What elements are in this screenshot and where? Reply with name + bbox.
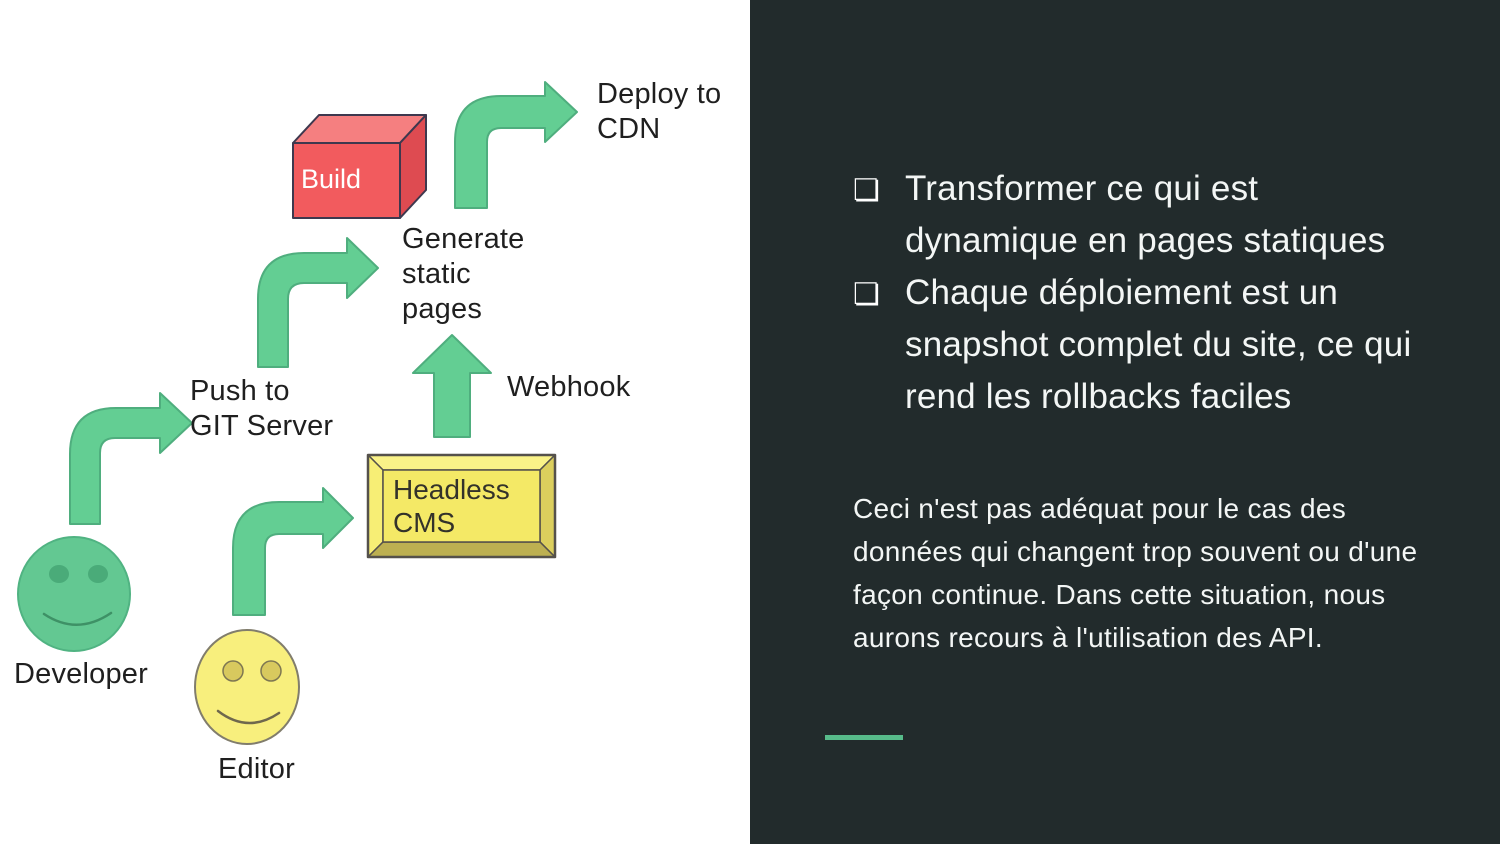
- bullet-text: Chaque déploiement est un snapshot compl…: [905, 273, 1412, 416]
- label-developer: Developer: [14, 658, 148, 690]
- list-item: ❏ Transformer ce qui est dynamique en pa…: [853, 163, 1428, 267]
- label-deploy-to-cdn: Deploy to CDN: [597, 78, 722, 145]
- checkbox-bullet-icon: ❏: [853, 173, 881, 208]
- build-box: [292, 114, 427, 219]
- label-push-to-git-server: Push to GIT Server: [190, 375, 334, 442]
- notes-paragraph: Ceci n'est pas adéquat pour le cas des d…: [853, 493, 1418, 653]
- arrow-git-to-generate-icon: [257, 237, 379, 368]
- arrow-generate-to-deploy-icon: [454, 81, 578, 209]
- label-generate-static-pages: Generate static pages: [402, 223, 525, 325]
- label-webhook: Webhook: [507, 371, 631, 403]
- editor-face-icon: [194, 629, 300, 745]
- arrow-editor-to-cms-icon: [232, 487, 354, 616]
- notes-panel: ❏ Transformer ce qui est dynamique en pa…: [750, 0, 1500, 844]
- bullet-text: Transformer ce qui est dynamique en page…: [905, 169, 1386, 260]
- checkbox-bullet-icon: ❏: [853, 277, 881, 312]
- diagram-panel: Build Headless CMS Deploy to CDN Generat…: [14, 78, 722, 785]
- workflow-diagram: [17, 81, 578, 745]
- cms-box: [366, 453, 557, 559]
- cms-box-label: Headless CMS: [393, 474, 510, 538]
- arrow-developer-to-git-icon: [69, 392, 193, 525]
- list-item: ❏ Chaque déploiement est un snapshot com…: [853, 267, 1428, 423]
- accent-line: [825, 735, 903, 740]
- developer-face-icon: [17, 536, 131, 652]
- arrow-webhook-icon: [412, 334, 492, 438]
- build-box-label: Build: [301, 164, 362, 194]
- label-editor: Editor: [218, 753, 295, 785]
- bullet-list: ❏ Transformer ce qui est dynamique en pa…: [853, 163, 1428, 423]
